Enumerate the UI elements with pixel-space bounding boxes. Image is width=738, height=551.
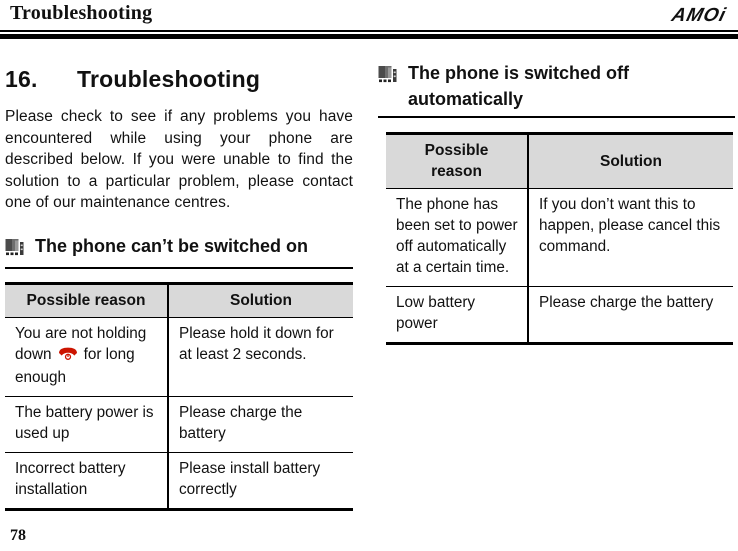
table-row: The phone has been set to power off auto… <box>386 188 733 287</box>
page-number: 78 <box>10 527 26 544</box>
subsection-title-right: The phone is switched off automatically <box>408 63 630 109</box>
end-call-key-icon <box>58 346 78 367</box>
table-row: You are not holding down for long enough… <box>5 317 353 397</box>
right-column: The phone is switched off automatically … <box>378 39 735 511</box>
column-header-reason: Possible reason <box>5 283 169 318</box>
table-row: Low battery power Please charge the batt… <box>386 286 733 344</box>
chapter-title: Troubleshooting <box>77 66 261 92</box>
reason-cell: The battery power is used up <box>5 396 169 453</box>
reason-cell: Low battery power <box>386 286 529 344</box>
subsection-title-left: The phone can’t be switched on <box>35 235 309 256</box>
reason-cell: Incorrect battery installation <box>5 452 169 509</box>
running-header-title: Troubleshooting <box>10 2 153 24</box>
left-column: 16. Troubleshooting Please check to see i… <box>5 39 353 511</box>
solution-cell: If you don’t want this to happen, please… <box>528 188 733 287</box>
troubleshooting-table-switch-on: Possible reason Solution You are not hol… <box>5 281 353 511</box>
reason-cell: The phone has been set to power off auto… <box>386 188 529 287</box>
column-gap <box>353 39 378 511</box>
column-header-solution: Solution <box>168 283 353 318</box>
table-header-row: Possible reason Solution <box>5 283 353 318</box>
table-row: Incorrect battery installation Please in… <box>5 452 353 509</box>
header-rule-gap <box>0 32 738 34</box>
troubleshooting-table-auto-off: Possible reason Solution The phone has b… <box>386 132 733 345</box>
solution-cell: Please install battery correctly <box>179 459 321 498</box>
subsection-heading-left: The phone can’t be switched on <box>5 233 353 263</box>
table-header-row: Possible reason Solution <box>386 133 733 189</box>
phone-clipart-icon <box>5 237 26 263</box>
column-header-reason: Possible reason <box>386 133 529 189</box>
subsection-rule-right <box>378 116 735 118</box>
solution-cell: Please charge the battery <box>539 294 714 311</box>
two-column-body: 16. Troubleshooting Please check to see i… <box>0 39 738 511</box>
header-rule-thin <box>0 30 738 32</box>
solution-cell: Please charge the battery <box>168 396 353 453</box>
intro-paragraph: Please check to see if any problems you … <box>5 108 353 211</box>
subsection-rule-left <box>5 266 353 269</box>
running-header: Troubleshooting AMOi <box>0 0 738 30</box>
phone-clipart-icon <box>378 64 399 90</box>
amoi-logo: AMOi <box>669 5 729 26</box>
table-row: The battery power is used up Please char… <box>5 396 353 453</box>
reason-cell: You are not holding down for long enough <box>5 317 169 397</box>
column-header-solution: Solution <box>528 133 733 189</box>
solution-cell: Please hold it down for at least 2 secon… <box>168 317 353 397</box>
subsection-heading-right: The phone is switched off automatically <box>378 60 735 112</box>
chapter-number: 16. <box>5 66 38 92</box>
chapter-heading: 16. Troubleshooting <box>5 66 353 93</box>
header-rule-thick <box>0 34 738 39</box>
